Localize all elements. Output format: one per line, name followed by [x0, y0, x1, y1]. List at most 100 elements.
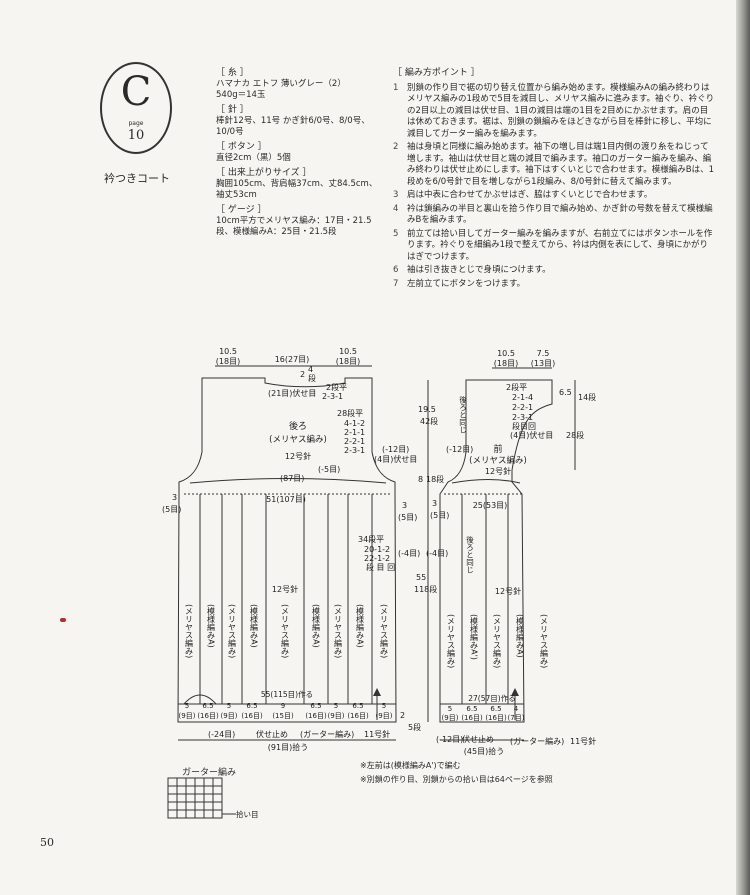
back-top-left: 10.5 — [219, 347, 237, 356]
back-hem-width: 9 — [281, 702, 285, 710]
point-text: 袖は身頃と同様に編み始めます。袖下の増し目は端1目内側の渡り糸をねじって増します… — [407, 142, 715, 187]
size-line: 袖丈53cm — [216, 190, 257, 200]
point-item: 5 前立ては拾い目してガーター編みを編みますが、右前立てにはボタンホールを作ります… — [393, 229, 715, 264]
buttons-header: ［ ボタン ］ — [216, 142, 267, 152]
pattern-badge: C page 10 — [100, 62, 172, 154]
back-neck-rows-unit: 段 — [308, 373, 316, 383]
front-yoke-rows: 18段 — [426, 474, 444, 484]
front-panel-label: (模様編みA) — [516, 614, 525, 658]
point-number: 2 — [393, 142, 399, 152]
back-needle11: 11号針 — [364, 729, 390, 739]
front-yoke-depth: 8 — [418, 475, 423, 484]
back-knit-arrow — [373, 688, 381, 696]
back-side-line: 22-1-2 — [364, 554, 390, 563]
back-hem-labels: 5(9目)6.5(16目)5(9目)6.5(16目)9(15目)6.5(16目)… — [179, 702, 393, 720]
gauge-line: 段、模様編みA：25目・21.5段 — [216, 227, 337, 237]
point-text: 前立ては拾い目してガーター編みを編みますが、右前立てにはボタンホールを作ります。… — [407, 228, 713, 262]
notes: ※左前は(模様編みA')で編む ※別鎖の作り目、別鎖からの拾い目は64ページを参… — [360, 759, 553, 787]
back-dec5: (-5目) — [318, 465, 340, 474]
back-hem-sts: (15目) — [272, 712, 294, 720]
back-hem-width: 5 — [382, 702, 386, 710]
front-needle: 12号針 — [485, 466, 511, 476]
back-hem-rows: 2 — [400, 711, 405, 720]
front-same-as-back: 後ろと同じ — [458, 395, 467, 434]
back-top-right: 10.5 — [339, 347, 357, 356]
pattern-title: 衿つきコート — [104, 172, 170, 185]
size-header: ［ 出来上がりサイズ ］ — [216, 168, 312, 178]
back-side-right: 3 — [402, 501, 407, 510]
back-needle: 12号針 — [285, 451, 311, 461]
back-armhole-bindoff2: (4目)伏せ目 — [374, 454, 417, 464]
back-bindoff: 伏せ止め — [256, 729, 288, 739]
back-side-tail: 段 目 回 — [366, 562, 395, 572]
needles-header: ［ 針 ］ — [216, 105, 249, 115]
front-body-len: 55 — [416, 573, 426, 582]
front-panel-labels: (メリヤス編み)(模様編みA')(メリヤス編み)(模様編みA)(メリヤス編み) — [447, 614, 549, 668]
back-armhole-line: 2-2-1 — [344, 437, 365, 446]
back-neck-rows: 2 — [300, 370, 305, 379]
needles-line: 棒針12号、11号 かぎ針6/0号、8/0号、 — [216, 116, 370, 126]
front-hem-width: 6.5 — [466, 705, 477, 713]
front-hem-sts: (16目) — [461, 714, 483, 722]
back-hem-width: 5 — [185, 702, 189, 710]
front-hem-sts: (7目) — [508, 714, 525, 722]
front-armhole-depth: 19.5 — [418, 405, 436, 414]
pattern-page-label: page — [128, 120, 144, 127]
back-hem-width: 6.5 — [352, 702, 363, 710]
gauge-line: 10cm平方でメリヤス編み：17目・21.5 — [216, 216, 372, 226]
back-armhole-line: 2-3-1 — [344, 446, 365, 455]
front-panel-label: (模様編みA') — [470, 614, 479, 660]
front-side-left: 3 — [432, 499, 437, 508]
back-top-mid: 16(27目) — [275, 355, 310, 364]
front-neck-dec: (-12目) — [446, 445, 473, 454]
back-armhole-line: 2-1-1 — [344, 428, 365, 437]
front-shoulder-rows: 6.5 — [559, 388, 572, 397]
point-number: 5 — [393, 228, 399, 239]
back-hem-arc — [183, 694, 217, 705]
front-panel-label: (メリヤス編み) — [540, 614, 549, 668]
back-stitch: (メリヤス編み) — [269, 434, 327, 445]
front-knit-arrow — [511, 688, 519, 696]
front-hem-width: 4 — [514, 705, 519, 713]
back-width51: 51(107目) — [266, 495, 306, 504]
back-side-left-sts: (5目) — [162, 505, 181, 514]
points-header: ［ 編み方ポイント ］ — [393, 68, 480, 78]
garter-pickup-label: 拾い目 — [236, 809, 259, 819]
back-hem-width: 6.5 — [246, 702, 257, 710]
front-same-as-back2: 後ろと同じ — [465, 535, 474, 574]
front-hem-labels: 5(9目)6.5(16目)6.5(16目)4(7目) — [442, 705, 525, 722]
pattern-page-number: 10 — [127, 128, 145, 143]
front-armhole-rows: 42段 — [420, 416, 438, 426]
front-panel-lines — [461, 494, 509, 704]
back-hem-sts: (16目) — [197, 712, 219, 720]
back-name: 後ろ — [289, 420, 307, 432]
back-side-left: 3 — [172, 493, 177, 502]
back-armhole-head: 28段平 — [337, 408, 363, 418]
back-hem-rows-unit: 5段 — [408, 722, 421, 732]
front-side-dec: (-4目) — [426, 549, 448, 558]
front-neck-line: 2-2-1 — [512, 403, 533, 412]
front-neck-head: 2段平 — [506, 382, 527, 392]
front-side-left-sts: (5目) — [430, 511, 449, 520]
front-neck-depth: 28段 — [566, 430, 584, 440]
front-hem-width: 6.5 — [490, 705, 501, 713]
yarn-line: 540g＝14玉 — [216, 90, 266, 100]
back-top-right-sts: (18目) — [336, 357, 360, 366]
back-hem-cast: 55(115目)作る — [261, 689, 313, 699]
front-pickup: (45目)拾う — [464, 746, 504, 756]
back-hem-width: 5 — [334, 702, 338, 710]
back-neck-dec: 2-3-1 — [322, 392, 343, 401]
front-top-right-sts: (13目) — [531, 359, 555, 368]
front-stitch: (メリヤス編み) — [469, 455, 527, 466]
back-pickup: (91目)拾う — [268, 742, 308, 752]
back-needle-mid: 12号針 — [272, 584, 298, 594]
front-top-left: 10.5 — [497, 349, 515, 358]
back-hem-sts: (9目) — [179, 712, 196, 720]
back-side-dec: (-4目) — [398, 549, 420, 558]
back-hem-sts: (16目) — [305, 712, 327, 720]
